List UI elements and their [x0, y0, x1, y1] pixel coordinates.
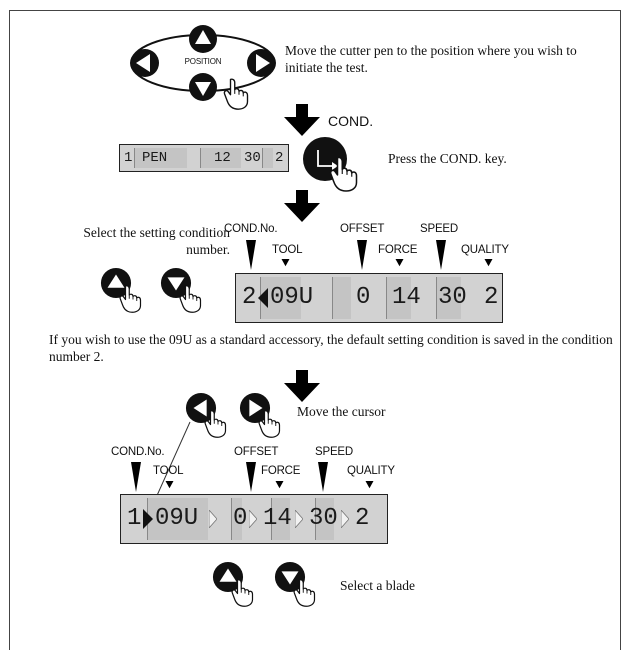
lcd-display-cursor: 1 09U 0 14 30 2	[120, 494, 388, 544]
lcd-cell: 2	[275, 150, 284, 166]
position-instruction: Move the cutter pen to the position wher…	[285, 43, 577, 75]
cond-key-label: COND.	[328, 113, 374, 129]
lcd-cell: 30	[309, 505, 338, 532]
label-tool: TOOL	[272, 244, 303, 256]
lcd-cell: 12	[214, 150, 231, 166]
finger-press-icon	[119, 285, 142, 313]
cond-key-icon[interactable]	[302, 136, 348, 182]
position-key-label: POSITION	[184, 57, 222, 66]
lcd-cell: 30	[244, 150, 261, 166]
triangle-pointer-icon	[357, 240, 367, 270]
finger-press-icon	[231, 579, 254, 607]
lcd-cursor-icon	[258, 288, 268, 308]
label-quality: QUALITY	[461, 244, 509, 256]
lcd-cell: 30	[438, 284, 467, 311]
triangle-pointer-icon	[131, 462, 141, 492]
triangle-pointer-icon	[365, 481, 374, 489]
triangle-pointer-icon	[246, 462, 256, 492]
lcd-display-cond: 1 PEN 12 30 2	[119, 144, 289, 172]
lcd-cell: 09U	[270, 284, 314, 311]
lcd-cell: 2	[355, 505, 370, 532]
label-offset: OFFSET	[234, 446, 279, 458]
triangle-pointer-icon	[318, 462, 328, 492]
lcd-cell: PEN	[142, 150, 168, 166]
cond-instruction: Press the COND. key.	[388, 151, 507, 166]
lcd-separator-icon	[295, 510, 303, 528]
triangle-pointer-icon	[275, 481, 284, 489]
lcd-cell: 0	[356, 284, 371, 311]
lcd-separator-icon	[249, 510, 257, 528]
lcd-cell: 14	[392, 284, 421, 311]
triangle-pointer-icon	[246, 240, 256, 270]
accessory-note: If you wish to use the 09U as a standard…	[49, 332, 613, 364]
triangle-pointer-icon	[395, 259, 404, 267]
triangle-pointer-icon	[165, 481, 174, 489]
finger-press-icon	[179, 285, 202, 313]
triangle-pointer-icon	[436, 240, 446, 270]
lcd-separator-icon	[341, 510, 349, 528]
label-tool: TOOL	[153, 465, 184, 477]
lcd-cell: 2	[242, 284, 257, 311]
lcd-separator-icon	[209, 510, 217, 528]
finger-press-icon	[258, 410, 281, 438]
down-arrow-icon	[284, 370, 320, 402]
page-frame	[9, 10, 621, 650]
lcd-cell: 09U	[155, 505, 199, 532]
label-speed: SPEED	[420, 223, 458, 235]
finger-press-icon	[329, 156, 358, 192]
down-arrow-icon	[284, 190, 320, 222]
select-blade-instruction: Select a blade	[340, 578, 415, 593]
label-force: FORCE	[378, 244, 418, 256]
label-cond-no: COND.No.	[224, 223, 278, 235]
triangle-pointer-icon	[484, 259, 493, 267]
label-quality: QUALITY	[347, 465, 395, 477]
position-key-cluster-icon[interactable]	[130, 24, 276, 110]
lcd-cursor-icon	[143, 509, 153, 529]
finger-press-icon	[204, 410, 227, 438]
triangle-pointer-icon	[281, 259, 290, 267]
lcd-cell: 1	[124, 150, 133, 166]
lcd-display-condition: 2 09U 0 14 30 2	[235, 273, 503, 323]
finger-press-icon	[223, 78, 249, 110]
label-cond-no: COND.No.	[111, 446, 165, 458]
down-arrow-icon	[284, 104, 320, 136]
move-cursor-instruction: Move the cursor	[297, 404, 386, 419]
finger-press-icon	[293, 579, 316, 607]
lcd-cell: 14	[263, 505, 292, 532]
lcd-cell: 1	[127, 505, 142, 532]
lcd-cell: 2	[484, 284, 499, 311]
select-condition-instruction: Select the setting condition number.	[83, 225, 230, 257]
label-force: FORCE	[261, 465, 301, 477]
label-speed: SPEED	[315, 446, 353, 458]
label-offset: OFFSET	[340, 223, 385, 235]
lcd-cell: 0	[233, 505, 248, 532]
